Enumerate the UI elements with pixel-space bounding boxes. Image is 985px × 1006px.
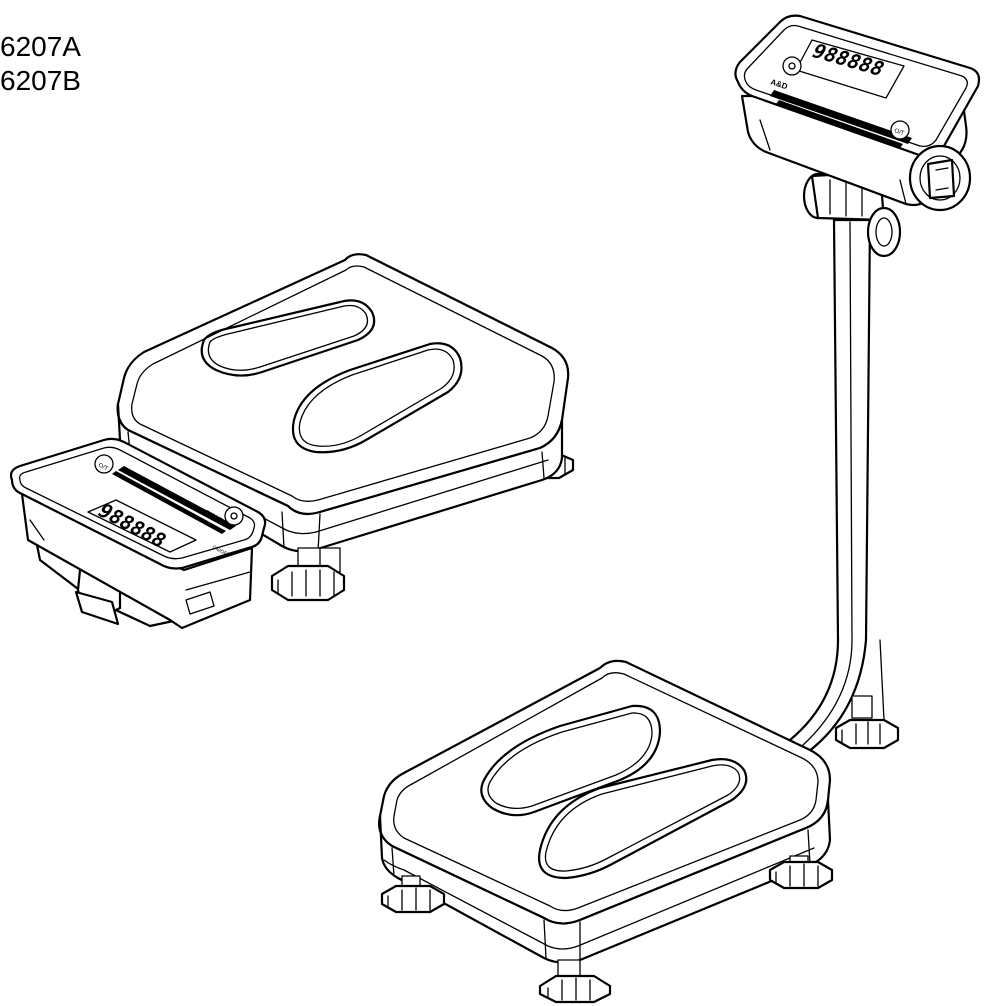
tread-pad-left-b bbox=[291, 342, 463, 454]
foot-front-right-scale bbox=[538, 959, 612, 1004]
tread-pad-right-a bbox=[480, 704, 662, 817]
indicator-left-face bbox=[9, 437, 267, 570]
indicator-right-knob bbox=[908, 144, 972, 212]
foot-rear-right-scale bbox=[834, 695, 900, 750]
indicator-left-lcd bbox=[87, 499, 197, 553]
indicator-left-tare-button bbox=[94, 454, 114, 474]
model-labels: 6207A 6207B bbox=[0, 30, 81, 98]
tread-pad-left-a bbox=[200, 299, 376, 377]
column-tube bbox=[788, 218, 872, 754]
column-joint bbox=[802, 170, 902, 258]
indicator-left: 988888 A&D O/T ON/OFF bbox=[9, 437, 267, 630]
column-scale-right bbox=[378, 170, 902, 1004]
foot-back-right-scale bbox=[768, 855, 834, 890]
foot-side-right-scale bbox=[380, 875, 446, 914]
indicator-right-tare-button bbox=[890, 120, 910, 140]
tread-pad-right-b bbox=[537, 758, 748, 880]
indicator-left-tare-label: O/T bbox=[97, 462, 109, 472]
foot-front-left-scale bbox=[270, 547, 346, 602]
model-label-b: 6207B bbox=[0, 65, 81, 96]
indicator-right-tare-label: O/T bbox=[893, 128, 905, 137]
platform-scale-left bbox=[116, 253, 575, 602]
indicator-right: 988888 A&D O/T bbox=[734, 14, 981, 212]
indicator-right-lcd bbox=[795, 39, 905, 99]
model-label-a: 6207A bbox=[0, 31, 81, 62]
